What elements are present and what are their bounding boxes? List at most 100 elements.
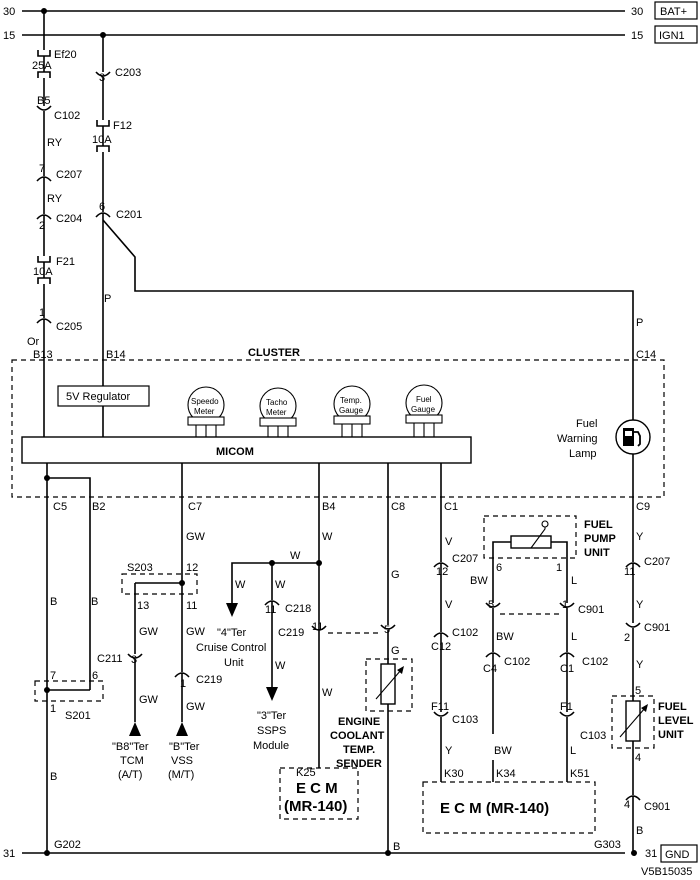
pin-k51: K51 [570, 768, 590, 780]
ect-label-1: ENGINE [338, 716, 380, 728]
connector-c901-a: C901 [578, 604, 604, 616]
connector-c201: C201 [116, 209, 142, 221]
fpu-label-1: FUEL [584, 519, 613, 531]
connector-c901-b: C901 [644, 622, 670, 634]
ssps-label-1: "3"Ter [257, 710, 287, 722]
wire-v-1: V [445, 536, 453, 548]
pin-c1: C1 [444, 501, 458, 513]
pin-c219b: 1 [180, 678, 186, 690]
wire-bw-k34: BW [494, 745, 512, 757]
connector-c102-c: C102 [504, 656, 530, 668]
pin-c207-12: 12 [436, 566, 448, 578]
tcm-label-2: TCM [120, 755, 144, 767]
splice-s203-pin11: 11 [186, 600, 197, 612]
connector-c103: C103 [452, 714, 478, 726]
gnd-rail-left-label: 31 [3, 848, 15, 860]
fuel-pump-icon [623, 428, 641, 447]
fuel-warning-lamp: Fuel Warning Lamp [557, 416, 651, 468]
flu-label-3: UNIT [658, 729, 684, 741]
fpu-label-2: PUMP [584, 533, 616, 545]
splice-s201-pin7: 7 [50, 670, 56, 682]
ssps-label-3: Module [253, 740, 289, 752]
splice-s201: S201 [65, 710, 91, 722]
wire-ry-2: RY [47, 193, 63, 205]
pin-c901b-2: 2 [624, 632, 630, 644]
wire-gw-13: GW [139, 626, 159, 638]
ground-circuit: B B 7 6 1 S201 B [34, 463, 104, 853]
ecm-big-label: E C M (MR-140) [440, 800, 549, 817]
ground-g303: G303 [594, 839, 621, 851]
bat-rail-left-label: 30 [3, 6, 15, 18]
ecm-small-label-1: E C M [296, 780, 338, 797]
pin-6: 6 [99, 201, 105, 213]
pin-c8: C8 [391, 501, 405, 513]
splice-s203-pin12: 12 [186, 562, 198, 574]
bat-rail: 30 30 BAT+ [3, 1, 698, 20]
diagram-code: V5B15035 [641, 866, 692, 878]
wire-ry-1: RY [47, 137, 63, 149]
fuel-level-resistor [619, 700, 648, 742]
tcm-label-3: (A/T) [118, 769, 142, 781]
fuel-gauge: Fuel Gauge [405, 384, 443, 437]
gnd-rail-right-label: 31 [645, 848, 657, 860]
ground-g202: G202 [54, 839, 81, 851]
connector-c207-b: C207 [452, 553, 478, 565]
wire-g-sender: G [391, 645, 400, 657]
vss-label-3: (M/T) [168, 769, 194, 781]
fuse-ef20-rating: 25A [32, 60, 52, 72]
wire-y-mid: Y [636, 659, 644, 671]
speedo-label-1: Speedo [191, 397, 219, 406]
pin-c219: 11 [312, 621, 323, 633]
lamp-label-2: Warning [557, 433, 598, 445]
connector-c901-c: C901 [644, 801, 670, 813]
speed-signal-circuit: W W W "4"Ter Cruise Control Unit W 11 C2… [196, 463, 382, 820]
speedo-meter: Speedo Meter [187, 386, 225, 437]
tacho-label-1: Tacho [266, 398, 288, 407]
cluster-title: CLUSTER [248, 347, 300, 359]
wire-b-c901: B [636, 825, 643, 837]
wire-p-1: P [104, 293, 111, 305]
connector-c102-b: C102 [452, 627, 478, 639]
wire-w-ssps: W [275, 660, 286, 672]
pin-c207-11: 11 [624, 566, 635, 578]
instrument-cluster: CLUSTER B13 B14 C14 5V Regulator Speedo … [11, 347, 665, 513]
connector-c207-a: C207 [56, 169, 82, 181]
wire-or: Or [27, 336, 40, 348]
pin-b5: B5 [37, 95, 50, 107]
tacho-meter: Tacho Meter [259, 387, 297, 437]
fuse-f12-rating: 10A [92, 134, 112, 146]
splice-s201-pin1: 1 [50, 703, 56, 715]
vss-label-1: "B"Ter [169, 741, 200, 753]
tcm-label-1: "B8"Ter [112, 741, 149, 753]
connector-c203: C203 [115, 67, 141, 79]
fl-pin-4: 4 [635, 752, 641, 764]
ect-label-4: SENDER [336, 758, 382, 770]
wire-b-s201: B [50, 771, 57, 783]
tacho-label-2: Meter [266, 408, 287, 417]
wire-w-4ter: W [235, 579, 246, 591]
micom-label: MICOM [216, 446, 254, 458]
pin-3: 3 [99, 72, 105, 84]
temp-gauge: Temp. Gauge [333, 385, 371, 437]
fp-pin-6: 6 [496, 562, 502, 574]
voltage-regulator: 5V Regulator [66, 391, 131, 403]
gnd-rail: 31 31 GND G202 G303 [3, 839, 698, 863]
wire-bw-fp: BW [470, 575, 488, 587]
speedo-label-2: Meter [194, 407, 215, 416]
gnd-rail-tag: GND [665, 849, 690, 861]
pin-2: 2 [39, 220, 45, 232]
wire-gw-11: GW [186, 626, 206, 638]
wire-l-c1: L [571, 631, 577, 643]
connector-c219b: C219 [196, 674, 222, 686]
pin-c218: 11 [265, 604, 276, 616]
ect-label-3: TEMP. [343, 744, 375, 756]
ign-feed-circuit: 3 C203 F12 10A 6 C201 P P [92, 35, 643, 437]
ssps-label-2: SSPS [257, 725, 286, 737]
wire-b-ground: B [393, 841, 400, 853]
wire-y-k30: Y [445, 745, 453, 757]
splice-s201-pin6: 6 [92, 670, 98, 682]
wire-gw-tcm: GW [139, 694, 159, 706]
c901-pin-5: 5 [488, 599, 494, 611]
fuse-ef20-label: Ef20 [54, 49, 77, 61]
